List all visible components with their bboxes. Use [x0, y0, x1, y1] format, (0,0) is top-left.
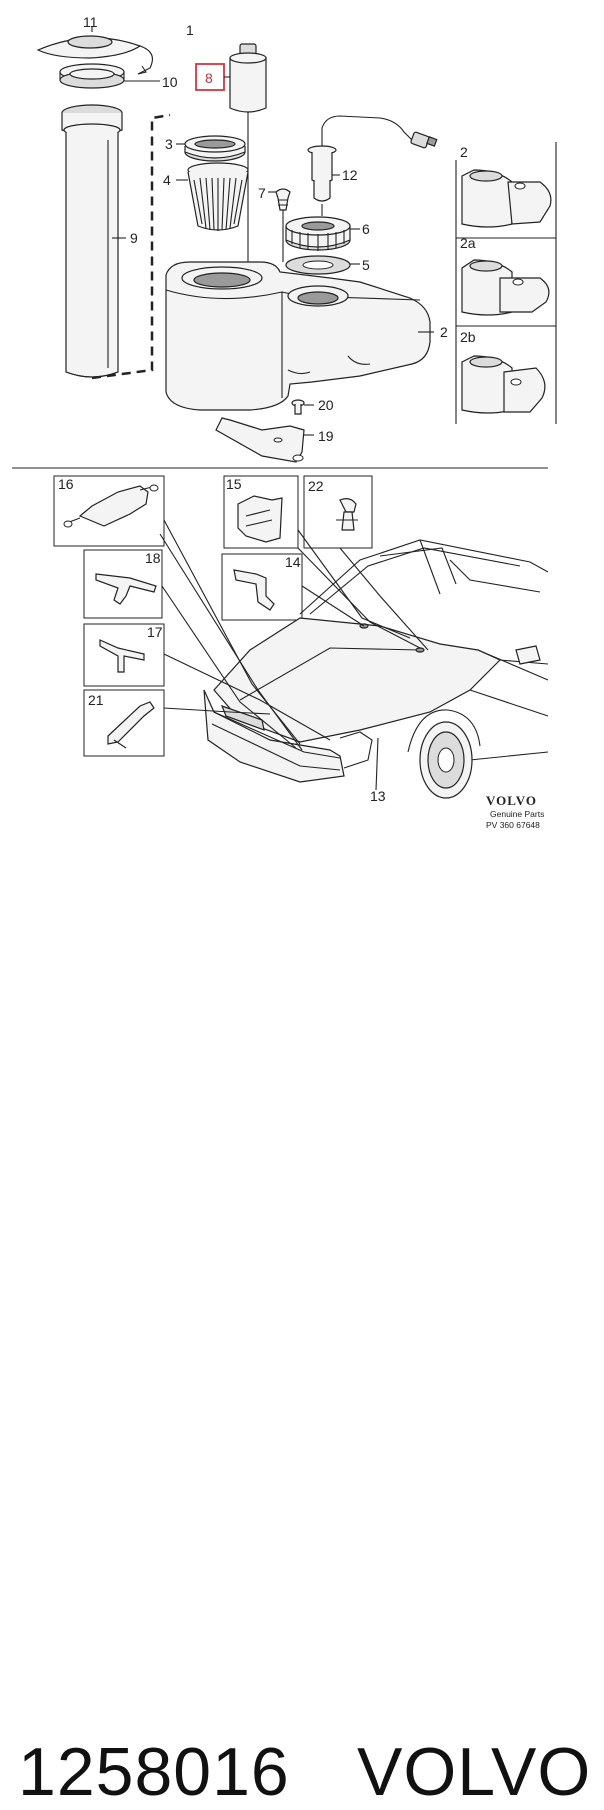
variant-2	[461, 169, 552, 228]
washer-pump-part	[229, 43, 267, 262]
detail-box-15	[223, 475, 299, 549]
callout-14: 14	[285, 554, 301, 570]
callout-2-variant: 2	[460, 144, 468, 160]
strainer-part	[187, 162, 249, 231]
screw-part	[291, 399, 305, 415]
callout-16: 16	[58, 476, 74, 492]
callout-17: 17	[147, 624, 163, 640]
callout-9: 9	[130, 230, 138, 246]
callout-2-reservoir: 2	[440, 324, 448, 340]
callout-6: 6	[362, 221, 370, 237]
brand-name: VOLVO	[357, 1734, 592, 1810]
grommet-part	[184, 135, 246, 162]
callout-21: 21	[88, 692, 104, 708]
clip-part	[275, 188, 291, 262]
callout-5: 5	[362, 257, 370, 273]
callout-8: 8	[205, 70, 213, 86]
part-number: 1258016	[18, 1734, 290, 1810]
logo-volvo-text: VOLVO	[486, 793, 537, 808]
detail-box-14	[221, 553, 303, 621]
detail-box-17	[83, 623, 165, 687]
callout-7: 7	[258, 185, 266, 201]
doc-code: PV 360 67648	[486, 820, 540, 830]
detail-box-22	[303, 475, 373, 549]
logo-genuine-parts: Genuine Parts	[490, 809, 544, 819]
callout-12: 12	[342, 167, 358, 183]
nut-part	[285, 216, 351, 251]
filler-tube-part	[61, 104, 123, 378]
callout-20: 20	[318, 397, 334, 413]
level-sensor-part	[307, 115, 438, 216]
sealing-ring-part	[59, 63, 125, 89]
callout-10: 10	[162, 74, 178, 90]
callout-11: 11	[83, 14, 98, 30]
callout-3: 3	[165, 136, 173, 152]
callout-19: 19	[318, 428, 334, 444]
callout-22: 22	[308, 478, 324, 494]
detail-box-21	[83, 689, 165, 757]
bracket-part	[215, 417, 305, 463]
callout-2a: 2a	[460, 235, 476, 251]
gasket-part	[285, 255, 351, 275]
callout-13: 13	[370, 788, 386, 804]
callout-4: 4	[163, 172, 171, 188]
callout-15: 15	[226, 476, 242, 492]
reservoir-variants-panel	[455, 142, 557, 424]
callout-1: 1	[186, 22, 194, 38]
callout-2b: 2b	[460, 329, 476, 345]
callout-18: 18	[145, 550, 161, 566]
parts-diagram: 11 10 9 1 8 3	[12, 14, 557, 830]
hose-routing	[159, 519, 429, 791]
variant-2a	[461, 259, 550, 316]
washer-reservoir-part	[165, 261, 431, 411]
car-illustration	[203, 539, 549, 799]
detail-box-18	[83, 549, 163, 619]
filler-cap-part	[36, 35, 153, 75]
caption-area: 1258016 VOLVO	[0, 850, 604, 1806]
variant-2b	[461, 355, 546, 414]
detail-box-16	[53, 475, 165, 547]
volvo-genuine-parts-logo: VOLVO Genuine Parts PV 360 67648	[486, 793, 544, 830]
